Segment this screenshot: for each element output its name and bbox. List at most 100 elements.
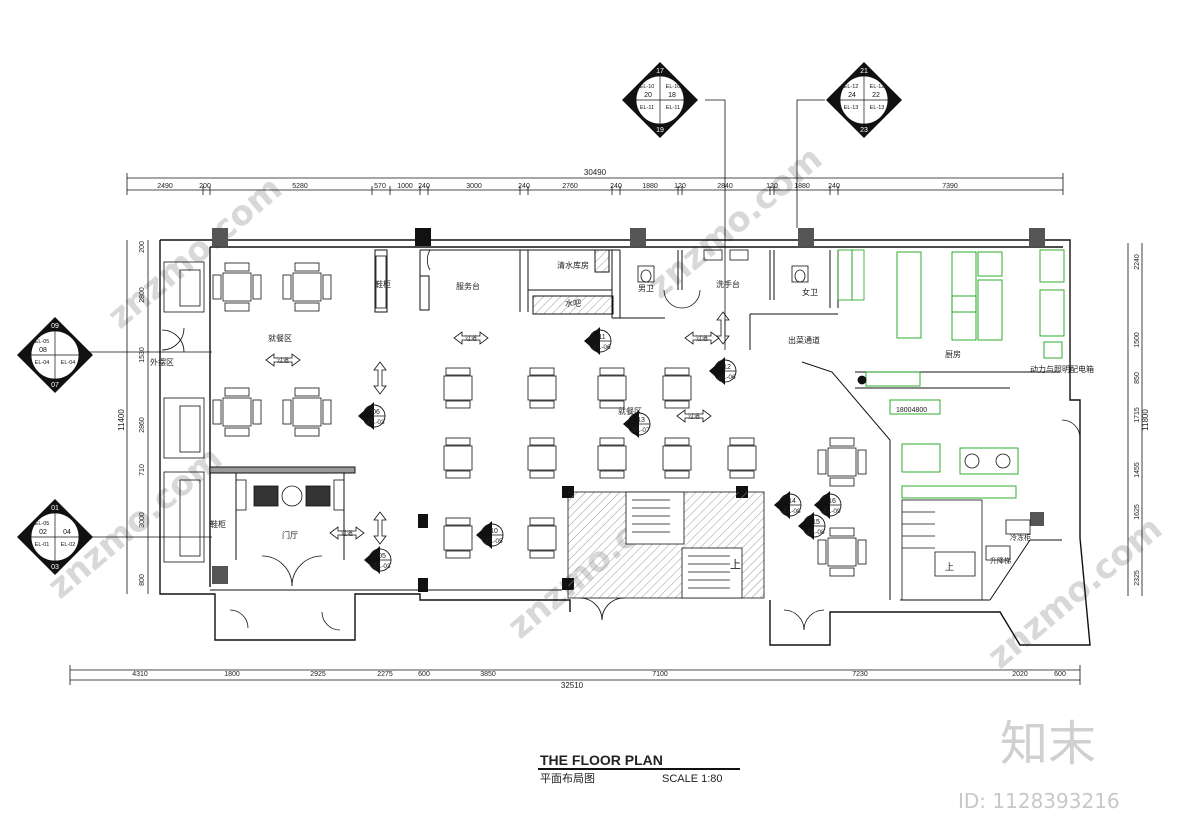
four-seat-table [212,262,262,312]
symbol-right-label: 18 [668,92,676,99]
table-top [527,445,557,471]
chair [252,399,262,425]
chair [445,470,471,479]
label-elevator: 升降梯 [990,556,1011,565]
symbol-tl-label: EL-05 [35,521,50,527]
dining-tables [212,262,867,577]
chair [529,550,555,559]
double-arrow-icon: 过道 [676,409,712,423]
symbol-bl-label: EL-13 [844,105,859,111]
chair [599,470,625,479]
double-arrow-icon: 过道 [265,353,301,367]
table-top [827,537,857,567]
chair [212,274,222,300]
left-dimensions [126,240,149,594]
chair [445,400,471,409]
arrow-shape [329,526,365,540]
symbol-br-label: EL-11 [666,105,680,111]
dim-bottom-label: 3850 [480,671,496,678]
chair [829,567,855,577]
marker-number: 14 [788,498,796,505]
label-freezer: 冷冻柜 [1010,533,1031,542]
dim-left-label: 1530 [139,347,146,363]
table-top [222,397,252,427]
two-seat-table [727,437,757,479]
two-seat-table [443,517,473,559]
marker-code: EL-08 [783,508,801,515]
dim-right-total: 11800 [1141,409,1150,431]
marker-code: EL-09 [823,508,841,515]
symbol-tl-label: EL-12 [844,84,859,90]
four-seat-table [282,387,332,437]
chair [445,517,471,526]
lobby-furniture [235,479,345,511]
chair [529,470,555,479]
two-seat-table [662,437,692,479]
symbol-bl-label: EL-01 [35,542,50,548]
wc-fixtures [637,249,865,301]
label-service-counter: 服务台 [456,281,480,291]
symbol-bl-label: EL-04 [35,360,50,366]
double-arrow-icon: 过道 [453,331,489,345]
dim-top-label: 1880 [794,183,810,190]
dim-right-label: 2325 [1134,570,1141,586]
table-top [443,525,473,551]
chair [664,400,690,409]
marker-code: EL-05 [485,538,503,545]
chair [529,400,555,409]
outer-walls [159,239,1091,646]
chair [817,539,827,565]
dim-left-label: 3000 [139,512,146,528]
dim-top-label: 120 [766,183,778,190]
chair [829,477,855,487]
marker-number: 06 [372,409,380,416]
plan-title: THE FLOOR PLAN [540,752,663,768]
four-seat-table [282,262,332,312]
leader-lines [80,99,825,538]
label-dining-center: 就餐区 [618,406,642,416]
dim-right-label: 1455 [1134,462,1141,478]
chair [817,449,827,475]
label-men-wc: 男卫 [638,284,654,293]
label-kitchen: 厨房 [945,349,961,359]
passage-label: 过道 [465,335,477,343]
watermark-id: ID: 1128393216 [958,789,1120,813]
passage-label: 过道 [341,530,353,538]
chair [224,262,250,272]
marker-number: 05 [378,553,386,560]
kitchen-burners [857,375,1031,561]
two-seat-table [443,437,473,479]
chair [445,437,471,446]
watermark-logo: 知末 [1000,716,1096,772]
chair [599,437,625,446]
symbol-br-label: EL-04 [61,360,76,366]
chair [664,367,690,376]
label-water-bar: 水吧 [565,298,581,308]
table-top [662,375,692,401]
label-shoe-cabinet: 鞋柜 [375,279,391,289]
chair [664,470,690,479]
passage-label: 过道 [688,413,700,421]
dim-top-label: 5280 [292,183,308,190]
dim-left-label: 800 [139,574,146,586]
right-dimensions [1127,243,1143,596]
chair [294,387,320,397]
symbol-left-label: 20 [644,92,652,99]
dim-bottom-label: 7230 [852,671,868,678]
symbol-bottom-label: 19 [656,127,664,134]
chair [857,539,867,565]
two-seat-table [527,517,557,559]
table-top [727,445,757,471]
